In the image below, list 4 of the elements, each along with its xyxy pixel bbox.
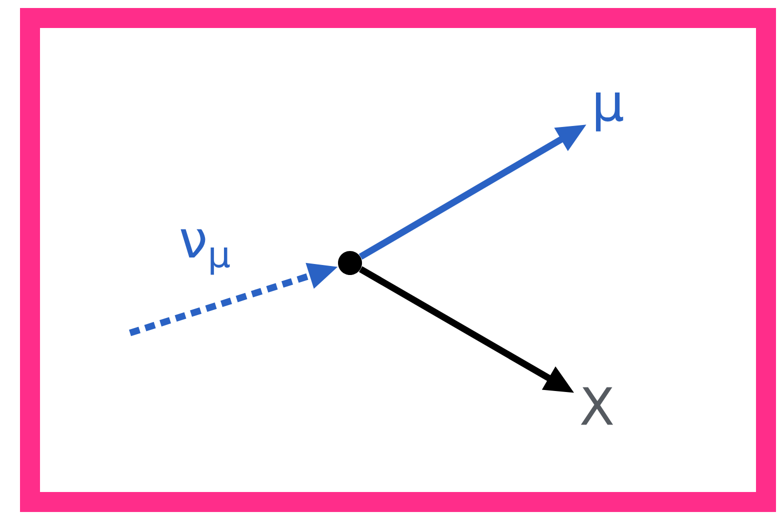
particle-label: X [580,387,614,425]
edge-label: ν$_{μ}$ [178,228,232,276]
particle-label: μ [596,92,624,132]
vertex-dot [338,250,362,275]
